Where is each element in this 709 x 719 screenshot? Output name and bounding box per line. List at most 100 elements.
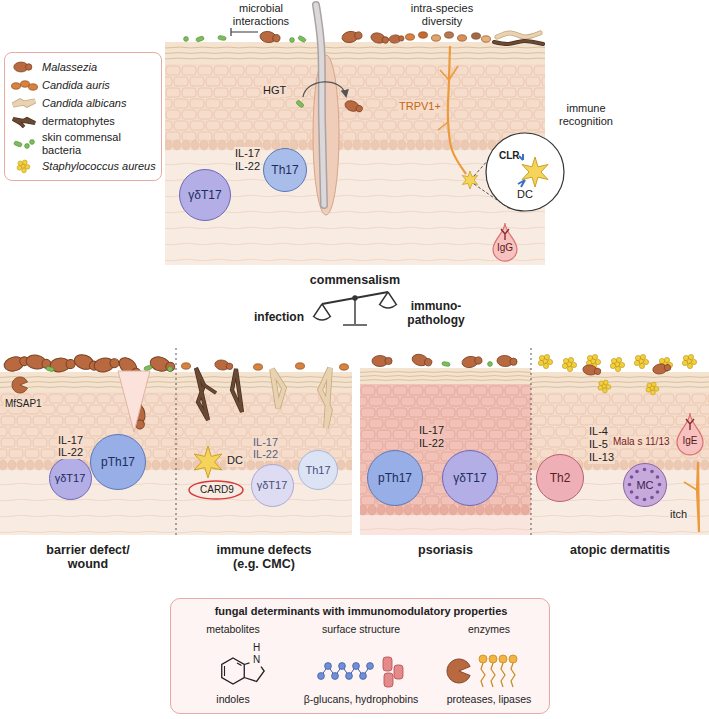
coccus bbox=[184, 37, 189, 42]
basal-cell bbox=[380, 140, 388, 150]
keratinocyte bbox=[470, 66, 484, 75]
glucose-unit bbox=[346, 673, 353, 680]
keratinocyte bbox=[360, 441, 367, 450]
keratinocyte bbox=[190, 121, 204, 130]
keratinocyte bbox=[481, 419, 495, 428]
keratinocyte bbox=[425, 386, 439, 395]
circle-part bbox=[547, 359, 552, 364]
keratinocyte bbox=[526, 77, 540, 86]
hypha bbox=[196, 368, 208, 420]
keratinocyte bbox=[401, 419, 415, 428]
hypha-outline bbox=[494, 41, 543, 44]
keratinocyte bbox=[652, 405, 666, 414]
keratinocyte bbox=[486, 132, 500, 141]
cell-label: γδT17 bbox=[188, 189, 221, 201]
keratinocyte bbox=[502, 88, 516, 97]
keratinocyte bbox=[281, 405, 295, 414]
keratinocyte bbox=[532, 394, 546, 403]
keratinocyte bbox=[305, 394, 319, 403]
skin-section bbox=[531, 372, 709, 535]
legend-row: dermatophytes bbox=[10, 113, 156, 129]
keratinocyte bbox=[542, 77, 545, 86]
keratinocyte bbox=[65, 416, 79, 425]
keratinocyte bbox=[361, 496, 375, 505]
keratinocyte bbox=[313, 427, 327, 436]
microbes bbox=[3, 29, 697, 430]
circle-part bbox=[22, 160, 27, 165]
keratinocyte bbox=[342, 132, 356, 141]
keratinocyte bbox=[289, 394, 303, 403]
text-label: intra-species diversity bbox=[400, 2, 484, 27]
keratinocyte bbox=[281, 427, 295, 436]
cell-label: MC bbox=[636, 480, 653, 491]
node-text: CLR bbox=[499, 150, 520, 162]
malassezia-cell bbox=[341, 29, 363, 43]
glucose-unit bbox=[325, 663, 332, 670]
keratinocyte bbox=[393, 430, 407, 439]
hypha bbox=[13, 101, 35, 105]
text-label: Mala s 11/13 bbox=[612, 436, 671, 448]
keratinocyte bbox=[398, 121, 412, 130]
node-text: DC bbox=[515, 188, 535, 201]
keratinocyte bbox=[182, 66, 196, 75]
corneum-line bbox=[0, 376, 176, 378]
keratinocyte bbox=[294, 66, 308, 75]
glucose-unit bbox=[332, 673, 339, 680]
hypha-outline bbox=[20, 123, 24, 127]
bacterium bbox=[218, 35, 227, 40]
panel-heading: barrier defect/ wound bbox=[33, 543, 143, 572]
hydrophobin bbox=[384, 673, 393, 687]
text-label: immuno- pathology bbox=[402, 300, 470, 328]
keratinocyte bbox=[214, 88, 228, 97]
zoom-circle: immune recognitionCLRDC bbox=[485, 132, 565, 212]
immune-cell: γδT17 bbox=[49, 457, 92, 500]
legend-swatch bbox=[10, 59, 38, 75]
keratinocyte bbox=[385, 397, 399, 406]
keratinocyte bbox=[176, 449, 183, 458]
text-label: IL-17 bbox=[234, 147, 261, 160]
keratinocyte bbox=[660, 416, 674, 425]
keratinocyte bbox=[1, 416, 15, 425]
circle-part bbox=[592, 354, 597, 359]
node-text: enzymes bbox=[429, 623, 549, 635]
keratinocyte bbox=[708, 394, 709, 403]
keratinocyte bbox=[145, 416, 159, 425]
basal-cell bbox=[485, 505, 493, 515]
candida-auris-cell bbox=[482, 36, 491, 42]
keratinocyte bbox=[449, 441, 463, 450]
basal-cell bbox=[176, 460, 183, 470]
keratinocyte bbox=[513, 419, 527, 428]
skin-section bbox=[165, 42, 545, 265]
basal-cell bbox=[377, 505, 385, 515]
circle-part bbox=[272, 34, 280, 42]
circle-part bbox=[659, 358, 664, 363]
keratinocyte bbox=[534, 88, 545, 97]
legend-text: Candida auris bbox=[42, 79, 110, 92]
candida-auris-cell bbox=[419, 32, 428, 38]
malassezia-cell bbox=[93, 356, 120, 374]
basal-cell bbox=[344, 140, 352, 150]
keratinocyte bbox=[222, 77, 236, 86]
granule bbox=[630, 475, 634, 479]
keratinocyte bbox=[481, 397, 495, 406]
circle-part bbox=[651, 390, 656, 395]
basal-cell bbox=[425, 140, 433, 150]
legend-swatch bbox=[10, 95, 38, 111]
keratinocyte bbox=[369, 397, 383, 406]
keratinocyte bbox=[49, 416, 63, 425]
circle-part bbox=[587, 355, 592, 360]
keratinocyte bbox=[580, 394, 594, 403]
keratinocyte bbox=[176, 405, 183, 414]
candida-auris-cell bbox=[340, 364, 349, 370]
keratinocyte bbox=[358, 66, 372, 75]
cell-label: γδT17 bbox=[453, 472, 486, 484]
lipid-head bbox=[479, 655, 487, 663]
coccus bbox=[290, 38, 295, 43]
dermis-fiber bbox=[165, 242, 545, 245]
keratinocyte bbox=[556, 427, 570, 436]
panel-heading: atopic dermatitis bbox=[560, 543, 680, 557]
keratinocyte bbox=[153, 405, 167, 414]
skin-panel: barrier defect/ woundγδT17pTh17 bbox=[0, 345, 176, 535]
malassezia-cell bbox=[149, 355, 177, 375]
